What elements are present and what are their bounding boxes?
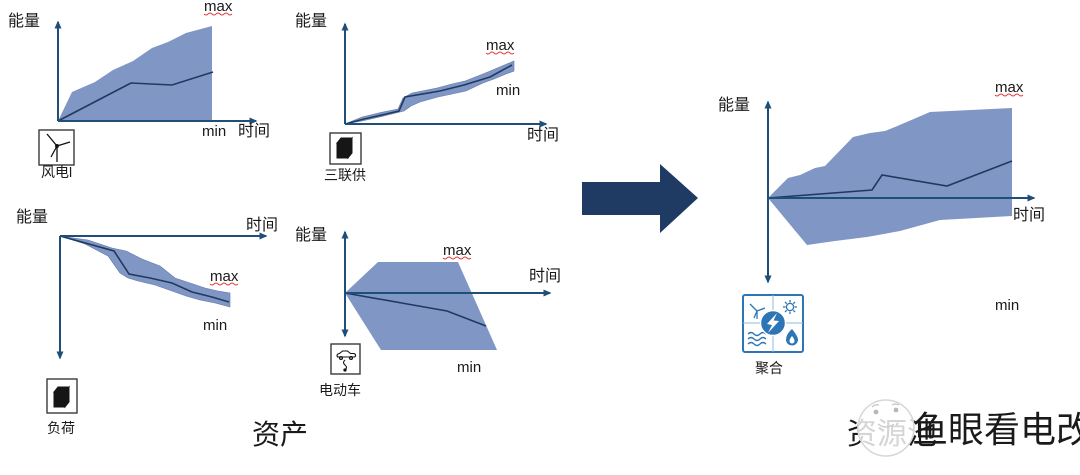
ev-asset-label: 电动车 (319, 382, 361, 398)
aggregation-icon (742, 294, 804, 353)
load-max-label: max (210, 268, 239, 285)
ev-chart: 能量 时间 max min 电动车 (295, 226, 561, 398)
wind-flexibility-band (58, 26, 212, 121)
wind-x-axis-label: 时间 (238, 122, 270, 140)
watermark-text: 鱼眼看电改 (912, 409, 1080, 450)
agg-lightning-bolt-icon (767, 313, 779, 333)
chp-expected-line (344, 64, 513, 125)
watermark-fish-logo (857, 399, 915, 457)
pool-chart: 能量 时间 max min (718, 79, 1045, 376)
wind-expected-line (57, 71, 214, 122)
chp-generator-glyph (335, 136, 354, 160)
wind-max-underline (203, 12, 233, 16)
load-glyph (52, 385, 71, 409)
chp-chart: 能量 时间 max min 三联供 (295, 12, 559, 183)
load-chart: 能量 时间 max min 负荷 (16, 208, 278, 436)
pool-x-axis-label: 时间 (1013, 206, 1045, 224)
pool-max-label: max (995, 79, 1024, 96)
load-min-label: min (203, 317, 227, 334)
pool-max-underline (994, 93, 1024, 97)
watermark-fish-mouth (877, 423, 895, 428)
chp-min-label: min (496, 82, 520, 99)
ev-y-axis-label: 能量 (295, 226, 327, 244)
load-asset-label: 负荷 (47, 420, 75, 436)
chp-asset-label: 三联供 (324, 167, 366, 183)
load-flexibility-band (59, 235, 231, 308)
wind-y-axis-label: 能量 (8, 12, 40, 30)
wind-max-label: max (204, 0, 233, 15)
pool-expected-line (767, 160, 1013, 199)
ev-expected-line (344, 292, 487, 327)
watermark-fish-brows (871, 403, 900, 408)
watermark: 鱼眼看电改 (857, 399, 1080, 457)
aggregation-arrow (582, 164, 698, 233)
chp-max-underline (485, 51, 515, 55)
agg-flame-icon (786, 329, 799, 346)
wind-power-chart: 能量 时间 max min 风电l (8, 0, 270, 180)
chp-x-axis-label: 时间 (527, 126, 559, 144)
chp-max-label: max (486, 37, 515, 54)
ev-max-label: max (443, 242, 472, 259)
watermark-fish-eye-right (893, 407, 899, 413)
agg-water-icon (747, 331, 767, 347)
agg-wind-turbine-icon (749, 303, 766, 319)
ev-car-glyph (336, 350, 357, 372)
watermark-fish-eye-left (873, 409, 879, 415)
load-expected-line (59, 235, 230, 303)
wind-turbine-glyph (46, 133, 71, 162)
load-x-axis-label: 时间 (246, 216, 278, 234)
pool-min-label: min (995, 297, 1019, 314)
pool-aggregation-label: 聚合 (755, 360, 783, 376)
load-max-underline (209, 282, 239, 286)
agg-sun-icon (783, 300, 797, 314)
wind-min-label: min (202, 123, 226, 140)
load-y-axis-label: 能量 (16, 208, 48, 226)
chp-y-axis-label: 能量 (295, 12, 327, 30)
ev-max-underline (442, 256, 472, 260)
ev-min-label: min (457, 359, 481, 376)
wind-asset-label: 风电l (41, 164, 72, 180)
pool-y-axis-label: 能量 (718, 96, 750, 114)
assets-group-title: 资产 (252, 419, 308, 450)
ev-x-axis-label: 时间 (529, 267, 561, 285)
